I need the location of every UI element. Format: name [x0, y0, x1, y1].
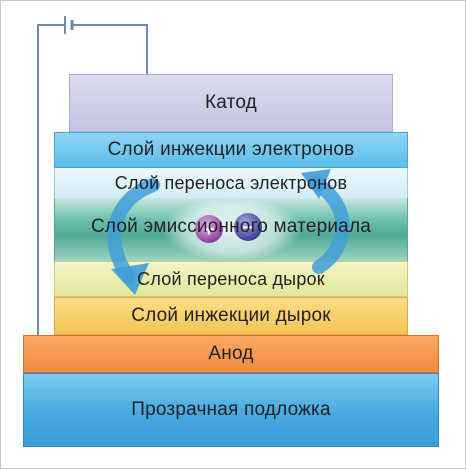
- wire-right: [73, 24, 148, 74]
- substrate-label: Прозрачная подложка: [131, 399, 331, 420]
- hole-injection-label: Слой инжекции дырок: [131, 305, 331, 326]
- cathode-layer: Катод: [69, 74, 393, 132]
- anode-label: Анод: [208, 343, 254, 364]
- hole-transport-layer: Слой переноса дырок: [54, 261, 408, 297]
- hole-injection-layer: Слой инжекции дырок: [54, 297, 408, 335]
- anode-layer: Анод: [23, 335, 439, 373]
- electron-injection-layer: Слой инжекции электронов: [54, 132, 408, 168]
- electron-transport-layer: Слой переноса электронов: [54, 168, 408, 198]
- cathode-label: Катод: [205, 92, 257, 113]
- electron-transport-label: Слой переноса электронов: [114, 172, 348, 193]
- substrate-layer: Прозрачная подложка: [23, 373, 439, 447]
- emissive-label: Слой эмиссионного материала: [90, 215, 371, 237]
- wire-left: [37, 24, 64, 335]
- emissive-layer: Слой эмиссионного материала: [54, 198, 408, 261]
- hole-transport-label: Слой переноса дырок: [137, 268, 325, 289]
- electron-injection-label: Слой инжекции электронов: [107, 139, 355, 160]
